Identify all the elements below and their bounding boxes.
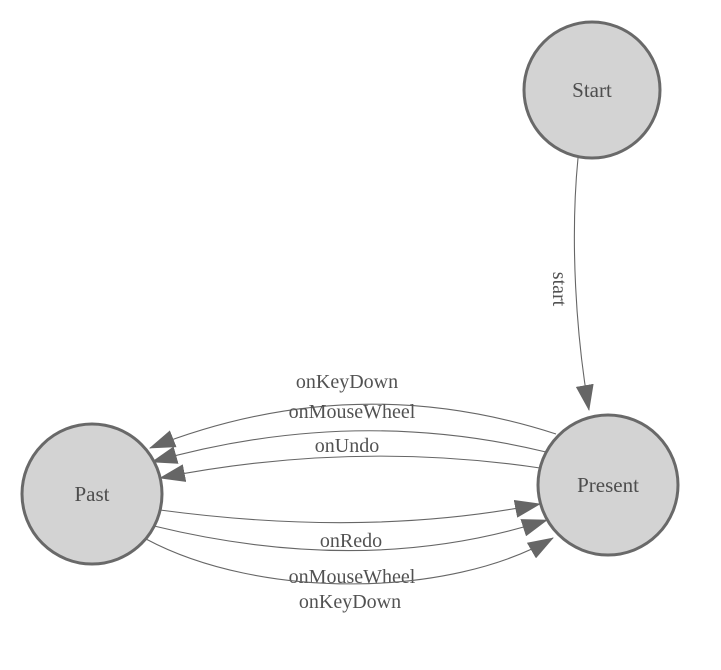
node-start: Start bbox=[522, 20, 662, 160]
edge-label-onmousewheel-upper: onMouseWheel bbox=[289, 401, 416, 423]
edge-present-to-past-onundo: onUndo bbox=[159, 435, 541, 482]
edge-path-onundo bbox=[159, 455, 541, 482]
node-present-circle bbox=[536, 413, 680, 557]
node-start-circle bbox=[522, 20, 662, 160]
edge-label-onkeydown-lower: onKeyDown bbox=[299, 591, 401, 613]
node-present-label: Present bbox=[577, 473, 639, 497]
edge-path-onmousewheel-lower bbox=[153, 519, 548, 552]
edge-label-onundo: onUndo bbox=[315, 435, 379, 457]
edge-path-onmousewheel-upper bbox=[151, 430, 547, 464]
node-past: Past bbox=[20, 422, 164, 566]
node-past-label: Past bbox=[74, 482, 109, 506]
edge-label-onmousewheel-lower: onMouseWheel bbox=[289, 566, 416, 588]
node-start-label: Start bbox=[572, 78, 612, 102]
edge-present-to-past-onmousewheel: onMouseWheel bbox=[151, 401, 547, 464]
edge-path-onkeydown-lower bbox=[145, 537, 554, 585]
node-present: Present bbox=[536, 413, 680, 557]
node-past-circle bbox=[20, 422, 164, 566]
edge-path-onredo bbox=[159, 500, 541, 524]
edge-past-to-present-onredo: onRedo bbox=[159, 500, 541, 552]
edge-label-start: start bbox=[548, 272, 570, 307]
edge-present-to-past-onkeydown: onKeyDown bbox=[149, 371, 557, 449]
edge-label-onredo: onRedo bbox=[320, 530, 382, 552]
edge-path-onkeydown-upper bbox=[149, 403, 557, 449]
edge-path-start bbox=[573, 157, 594, 411]
edge-start-to-present: start bbox=[548, 157, 594, 411]
edge-label-onkeydown-upper: onKeyDown bbox=[296, 371, 398, 393]
edge-past-to-present-onkeydown: onKeyDown bbox=[145, 537, 554, 613]
